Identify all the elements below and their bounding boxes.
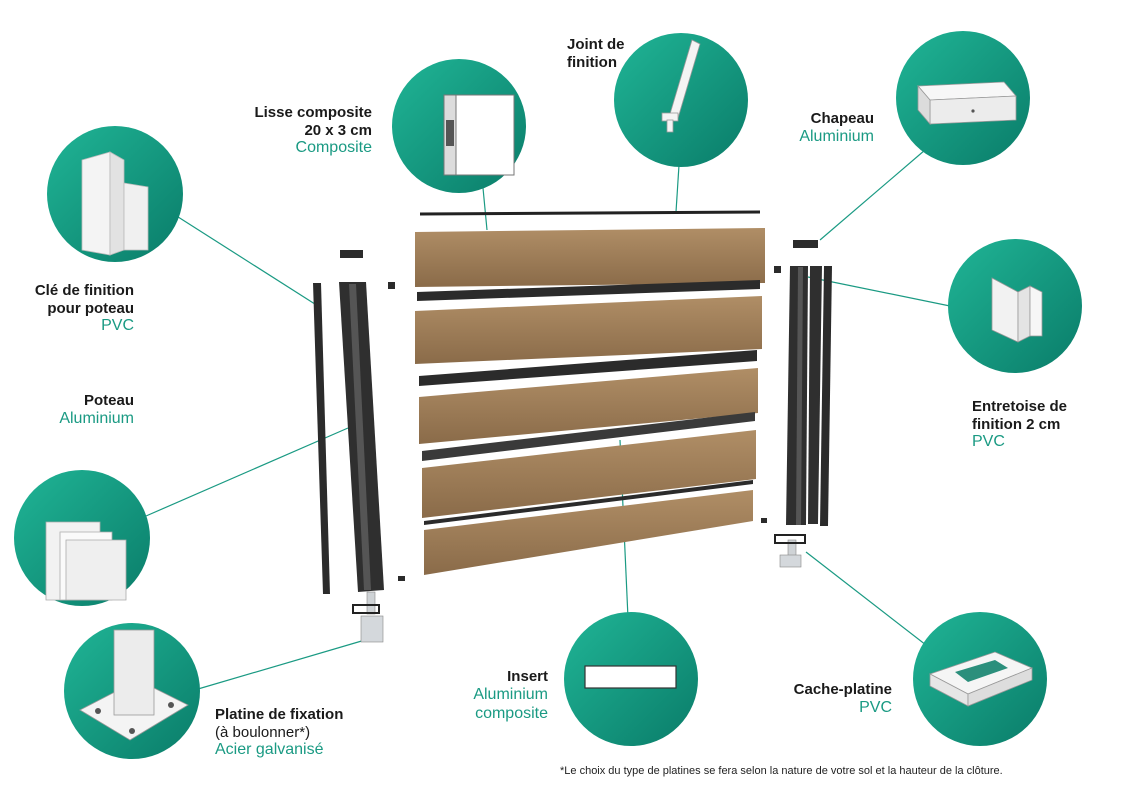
label-insert: Insert Aluminium composite	[440, 668, 548, 723]
lisse-title-line2: 20 x 3 cm	[190, 122, 372, 140]
left-post-assembly	[313, 250, 405, 642]
cle-material: PVC	[18, 317, 134, 336]
platine-subtitle: (à boulonner*)	[215, 724, 385, 742]
joint-title-line1: Joint de	[567, 36, 637, 54]
leader-platine	[198, 640, 365, 689]
leader-joint	[676, 165, 679, 212]
insert-material-line1: Aluminium	[440, 686, 548, 705]
insert-material-line2: composite	[440, 705, 548, 724]
entretoise-title-line2: finition 2 cm	[972, 416, 1092, 434]
platine-title: Platine de fixation	[215, 706, 385, 724]
chapeau-material: Aluminium	[770, 128, 874, 147]
lisse-circle	[392, 59, 526, 193]
cache-material: PVC	[766, 699, 892, 718]
label-platine: Platine de fixation (à boulonner*) Acier…	[215, 706, 385, 760]
label-poteau: Poteau Aluminium	[30, 392, 134, 429]
label-entretoise: Entretoise de finition 2 cm PVC	[972, 398, 1092, 452]
platine-material: Acier galvanisé	[215, 741, 385, 760]
right-cle-finition	[820, 266, 832, 526]
chapeau-title: Chapeau	[770, 110, 874, 128]
poteau-material: Aluminium	[30, 410, 134, 429]
leader-poteau	[146, 428, 348, 516]
platine-circle	[64, 623, 200, 759]
right-entretoise	[808, 266, 822, 524]
leader-cle	[175, 215, 318, 306]
joint-title-line2: finition	[567, 54, 637, 72]
label-cle: Clé de finition pour poteau PVC	[18, 282, 134, 336]
joint-strip	[420, 212, 760, 214]
footnote: *Le choix du type de platines se fera se…	[560, 765, 1003, 777]
lisse-material: Composite	[190, 139, 372, 158]
insert-circle	[564, 612, 698, 746]
fence-panel	[415, 212, 765, 575]
cache-platine-circle	[913, 612, 1047, 746]
entretoise-circle	[948, 239, 1082, 373]
leader-lisse	[483, 188, 487, 230]
chapeau-circle	[896, 31, 1030, 165]
cle-title-line1: Clé de finition	[18, 282, 134, 300]
leader-cache	[806, 552, 935, 652]
left-chapeau	[340, 250, 363, 258]
entretoise-material: PVC	[972, 433, 1092, 452]
left-platine	[361, 616, 383, 642]
label-joint: Joint de finition	[567, 36, 637, 71]
cache-title: Cache-platine	[766, 681, 892, 699]
right-post-assembly	[761, 240, 832, 567]
leader-chapeau	[820, 150, 925, 240]
label-cache-platine: Cache-platine PVC	[766, 681, 892, 718]
left-cle-finition	[313, 283, 330, 594]
cle-finition-circle	[47, 126, 183, 262]
entretoise-title-line1: Entretoise de	[972, 398, 1092, 416]
cle-title-line2: pour poteau	[18, 300, 134, 318]
lisse-title-line1: Lisse composite	[190, 104, 372, 122]
poteau-circle	[14, 470, 150, 606]
composite-board-1	[415, 228, 765, 287]
label-lisse: Lisse composite 20 x 3 cm Composite	[190, 104, 372, 158]
label-chapeau: Chapeau Aluminium	[770, 110, 874, 147]
poteau-title: Poteau	[30, 392, 134, 410]
right-chapeau	[793, 240, 818, 248]
right-platine	[780, 555, 801, 567]
insert-title: Insert	[440, 668, 548, 686]
